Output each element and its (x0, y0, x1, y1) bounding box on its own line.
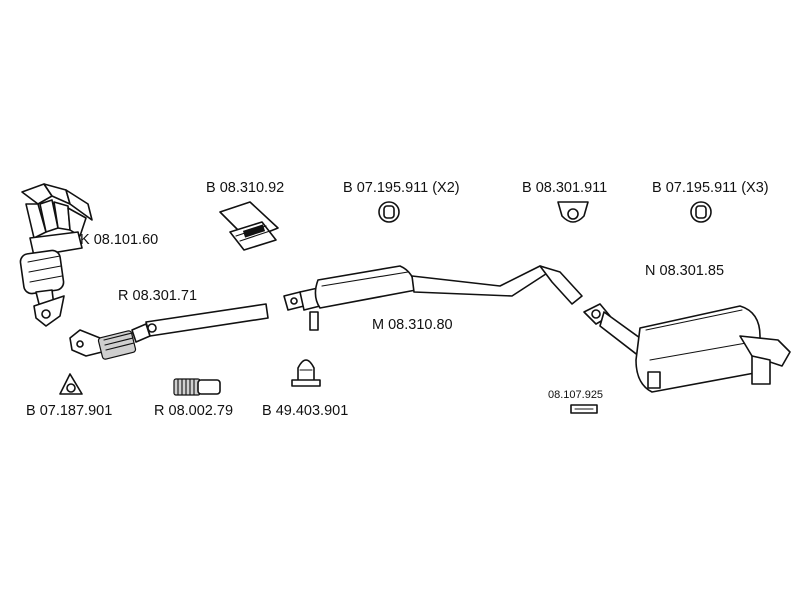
gasket-part (59, 373, 83, 395)
middle-silencer-part (283, 265, 583, 331)
label-08-107-925: 08.107.925 (548, 389, 604, 401)
rubber-ring-part-2 (690, 201, 712, 223)
mounting-kit-part (219, 201, 279, 251)
label-b-08-310-92: B 08.310.92 (206, 180, 285, 196)
label-n-08-301-85: N 08.301.85 (645, 263, 725, 279)
label-b-07-195-911-x2: B 07.195.911 (X2) (343, 180, 460, 196)
label-b-49-403-901: B 49.403.901 (262, 403, 349, 419)
label-b-08-301-911: B 08.301.911 (522, 180, 608, 196)
label-b-07-187-901: B 07.187.901 (26, 403, 113, 419)
clamp-part (291, 359, 321, 387)
manifold-catalyst-part (19, 183, 93, 327)
flex-pipe-part (173, 378, 221, 396)
label-m-08-310-80: M 08.310.80 (372, 317, 453, 333)
label-r-08-002-79: R 08.002.79 (154, 403, 234, 419)
rubber-ring-part-1 (378, 201, 400, 223)
front-pipe-part (69, 303, 269, 360)
rear-silencer-part (583, 303, 791, 393)
bracket-part (557, 201, 589, 223)
label-r-08-301-71: R 08.301.71 (118, 288, 198, 304)
label-b-07-195-911-x3: B 07.195.911 (X3) (652, 180, 769, 196)
small-part-08-107-925 (570, 404, 598, 414)
label-k-08-101-60: K 08.101.60 (80, 232, 159, 248)
